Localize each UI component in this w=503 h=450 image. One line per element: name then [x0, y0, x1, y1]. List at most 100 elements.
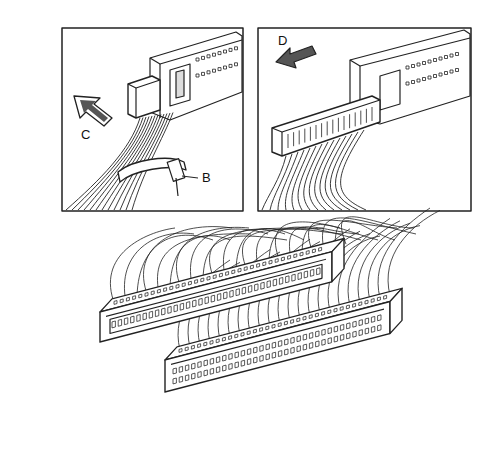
pin-hole	[185, 375, 188, 381]
panel-frame	[258, 28, 471, 211]
pin-hole	[456, 69, 459, 72]
pin-hole	[300, 252, 303, 256]
pin-hole	[133, 296, 136, 300]
pin	[338, 118, 339, 132]
pin-hole	[261, 282, 264, 289]
pin-hole	[224, 292, 227, 299]
pin-hole	[297, 336, 300, 342]
pin-hole	[423, 62, 426, 65]
pin	[360, 111, 361, 125]
pin-hole	[365, 328, 368, 334]
pin-hole	[174, 305, 177, 312]
pin-hole	[309, 333, 312, 339]
pin-hole	[359, 330, 362, 336]
pin-hole	[291, 320, 294, 324]
wire	[304, 144, 322, 210]
pin-hole	[378, 325, 381, 331]
pin-hole	[247, 331, 250, 335]
pin-hole	[229, 64, 232, 67]
pin-hole	[216, 357, 219, 363]
pin-hole	[353, 303, 356, 307]
pin-hole	[359, 302, 362, 306]
pin-hole	[198, 344, 201, 348]
pin-hole	[353, 331, 356, 337]
pin-hole	[143, 313, 146, 320]
pin-hole	[210, 368, 213, 374]
pin-hole	[219, 273, 222, 277]
pin	[321, 123, 322, 137]
pin-hole	[235, 362, 238, 368]
pin-hole	[319, 247, 322, 251]
pin-hole	[310, 269, 313, 276]
pin-hole	[192, 363, 195, 369]
pin-hole	[317, 268, 320, 275]
pin-hole	[285, 339, 288, 345]
pin-hole	[334, 308, 337, 312]
pin-hole	[260, 328, 263, 332]
pin-hole	[334, 326, 337, 332]
pin-hole	[229, 48, 232, 51]
pin-hole	[176, 284, 179, 288]
pin-hole	[294, 254, 297, 258]
pin-hole	[266, 344, 269, 350]
pin-hole	[207, 71, 210, 74]
pin-hole	[205, 297, 208, 304]
pin-hole	[269, 260, 272, 264]
pin-hole	[241, 332, 244, 336]
pin-hole	[312, 249, 315, 253]
pin-hole	[210, 358, 213, 364]
pin	[288, 134, 289, 148]
pin-hole	[266, 354, 269, 360]
pin-hole	[241, 360, 244, 366]
pin-hole	[223, 365, 226, 371]
pin-hole	[244, 267, 247, 271]
connector-block-lower	[165, 288, 402, 392]
pin-hole	[250, 265, 253, 269]
pin-hole	[235, 47, 238, 50]
pin-hole	[406, 66, 409, 69]
pin-hole	[155, 310, 158, 317]
pin-hole	[263, 262, 266, 266]
pin	[355, 112, 356, 126]
pin-hole	[445, 56, 448, 59]
pin-hole	[377, 297, 380, 301]
pin-hole	[173, 378, 176, 384]
pin-hole	[255, 284, 258, 291]
pin-hole	[188, 281, 191, 285]
pin-hole	[340, 325, 343, 331]
pin-hole	[229, 364, 232, 370]
callout-letter: B	[201, 171, 212, 184]
pin-hole	[267, 281, 270, 288]
pin-hole	[238, 268, 241, 272]
pin-hole	[266, 326, 269, 330]
pin-hole	[254, 347, 257, 353]
pin	[304, 129, 305, 143]
wire	[315, 140, 334, 210]
pin	[332, 120, 333, 134]
pin-hole	[236, 289, 239, 296]
pin-hole	[291, 337, 294, 343]
pin-hole	[198, 372, 201, 378]
pin-hole	[232, 270, 235, 274]
pin-hole	[193, 300, 196, 307]
pin-hole	[186, 302, 189, 309]
pin-hole	[257, 264, 260, 268]
pin-hole	[242, 287, 245, 294]
pin-hole	[224, 50, 227, 53]
pin-hole	[185, 365, 188, 371]
pin-hole	[328, 338, 331, 344]
pin-hole	[279, 277, 282, 284]
pin-hole	[272, 352, 275, 358]
pin-hole	[217, 294, 220, 301]
pin-hole	[235, 352, 238, 358]
pin-hole	[248, 286, 251, 293]
pin-hole	[216, 339, 219, 343]
wire	[388, 210, 440, 295]
pin-hole	[164, 288, 167, 292]
pin-hole	[346, 305, 349, 309]
pin-hole	[124, 318, 127, 325]
pin-hole	[322, 312, 325, 316]
pin-hole	[428, 76, 431, 79]
pin-hole	[173, 368, 176, 374]
pin-hole	[272, 324, 275, 328]
